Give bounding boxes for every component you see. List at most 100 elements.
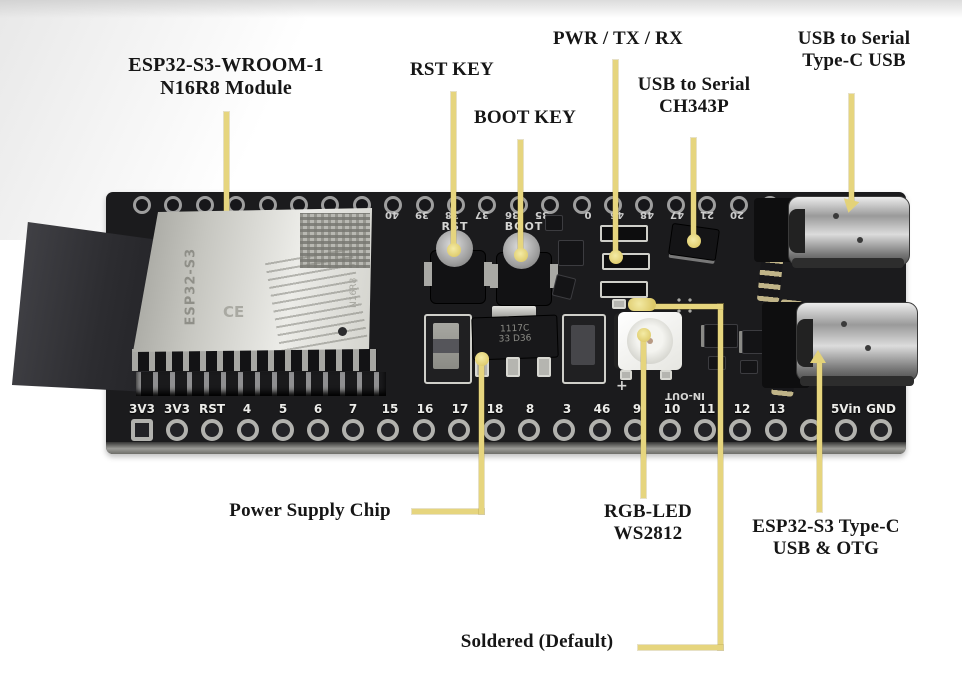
- leader-ch343p: [691, 138, 696, 240]
- pin-label: 17: [451, 402, 469, 416]
- rgb-led-leg: [660, 370, 672, 380]
- pin-hole: [164, 196, 183, 214]
- smd-part: [558, 240, 584, 266]
- pwr-tx-rx-label: PWR / TX / RX: [553, 28, 683, 49]
- output-capacitor: [562, 314, 606, 384]
- smd-part: [551, 273, 577, 301]
- pin-label: 10: [663, 402, 681, 416]
- pin-label: 8: [525, 402, 535, 416]
- pin-label: 3V3: [164, 402, 190, 416]
- pin-label: 0: [584, 209, 592, 220]
- pin-hole: [415, 196, 434, 214]
- soldered-label: Soldered (Default): [460, 631, 614, 652]
- rgb-led-line1: RGB-LED: [604, 501, 692, 522]
- input-capacitor: [424, 314, 472, 384]
- pin-hole: [694, 419, 717, 441]
- regulator-leg: [506, 357, 520, 377]
- pin-label: 7: [348, 402, 358, 416]
- header-solder-row: [136, 372, 386, 396]
- module-marking-secondary: N16R8: [349, 277, 359, 308]
- pin-label: 47: [670, 209, 684, 220]
- solder-jumper-pad: [612, 299, 626, 309]
- pin-hole: [166, 419, 189, 441]
- usb-otg-port-shadow: [800, 376, 914, 386]
- module-ce-mark: CE: [223, 303, 245, 321]
- pin-label: 11: [698, 402, 716, 416]
- module-marking-vertical: ESP32-S3: [183, 247, 199, 326]
- pin-hole: [553, 419, 576, 441]
- pin-hole: [572, 196, 591, 214]
- pin-label: 20: [730, 209, 744, 220]
- leader-usb-serial-port: [849, 94, 854, 204]
- rx-led: [600, 281, 648, 298]
- rgb-led-leg: [620, 370, 632, 380]
- leader-soldered-h-top: [650, 304, 723, 309]
- pin-hole: [412, 419, 435, 441]
- pin-hole: [478, 196, 497, 214]
- rgb-led-line2: WS2812: [613, 523, 683, 545]
- rst-key-label: RST KEY: [410, 59, 494, 80]
- regulator-leg: [537, 357, 551, 377]
- module-pin1-dot: [338, 327, 347, 336]
- pin-hole: [131, 419, 153, 441]
- pin-label: 12: [733, 402, 751, 416]
- usb-serial-port-line2: Type-C USB: [802, 50, 906, 72]
- usb-serial-chip-label: USB to Serial CH343P: [615, 74, 773, 118]
- pin-label: 37: [475, 209, 489, 220]
- boot-button-terminal-right: [550, 264, 558, 288]
- pin-label: 39: [415, 209, 429, 220]
- leader-module: [224, 112, 229, 216]
- usb-otg-port-connector: [796, 302, 918, 382]
- pin-hole: [764, 419, 787, 441]
- rst-button-terminal-right: [484, 262, 492, 286]
- leader-pwr-tx-rx: [613, 60, 618, 256]
- usb-serial-port-shadow: [792, 258, 904, 268]
- usb-serial-chip-line2: CH343P: [659, 96, 729, 118]
- leader-ch343p-tip: [687, 234, 701, 248]
- pin-hole: [666, 196, 685, 214]
- leader-pwr-tip: [609, 250, 623, 264]
- pin-hole: [133, 196, 151, 214]
- pin-label: 9: [632, 402, 642, 416]
- rgb-led-package: [618, 312, 682, 370]
- pin-hole: [835, 419, 857, 441]
- leader-boot-tip: [514, 248, 528, 262]
- pin-label: 21: [700, 209, 714, 220]
- pin-hole: [729, 196, 748, 214]
- module-castellation-row: [132, 349, 377, 371]
- pin-label: RST: [198, 402, 226, 416]
- leader-power-chip-tip: [475, 352, 489, 366]
- plus-silkscreen: +: [616, 378, 628, 394]
- pin-hole: [483, 419, 505, 441]
- pin-label: 3V3: [129, 402, 155, 416]
- rgb-led-die: [647, 338, 653, 344]
- pin-hole: [342, 419, 365, 441]
- otg-port-line1: ESP32-S3 Type-C: [752, 516, 900, 537]
- module-label: ESP32-S3-WROOM-1 N16R8 Module: [90, 54, 362, 100]
- rgb-led-label: RGB-LED WS2812: [585, 501, 711, 545]
- pin-label: 13: [768, 402, 786, 416]
- pin-hole: [518, 419, 541, 441]
- usb-serial-chip-line1: USB to Serial: [637, 74, 751, 95]
- regulator-marking-line2: 33 D36: [498, 333, 532, 345]
- pin-label: 40: [385, 209, 399, 220]
- pin-label: 46: [593, 402, 611, 416]
- module-label-line1: ESP32-S3-WROOM-1: [128, 54, 324, 76]
- module-label-line2: N16R8 Module: [160, 77, 292, 100]
- leader-power-chip-h: [412, 509, 484, 514]
- pin-hole: [659, 419, 681, 441]
- pin-hole: [635, 196, 654, 214]
- leader-soldered-h-bottom: [638, 645, 723, 650]
- otg-port-line2: USB & OTG: [772, 538, 880, 560]
- power-chip-label: Power Supply Chip: [229, 500, 391, 521]
- leader-boot: [518, 140, 523, 253]
- leader-soldered-v: [718, 304, 723, 650]
- pin-label: 18: [486, 402, 504, 416]
- pin-label: 5Vin: [830, 402, 862, 416]
- pin-hole: [201, 419, 224, 441]
- pin-hole: [384, 196, 403, 214]
- usb-serial-port-connector: [788, 196, 910, 266]
- pin-hole: [870, 419, 893, 441]
- pin-label: 6: [313, 402, 323, 416]
